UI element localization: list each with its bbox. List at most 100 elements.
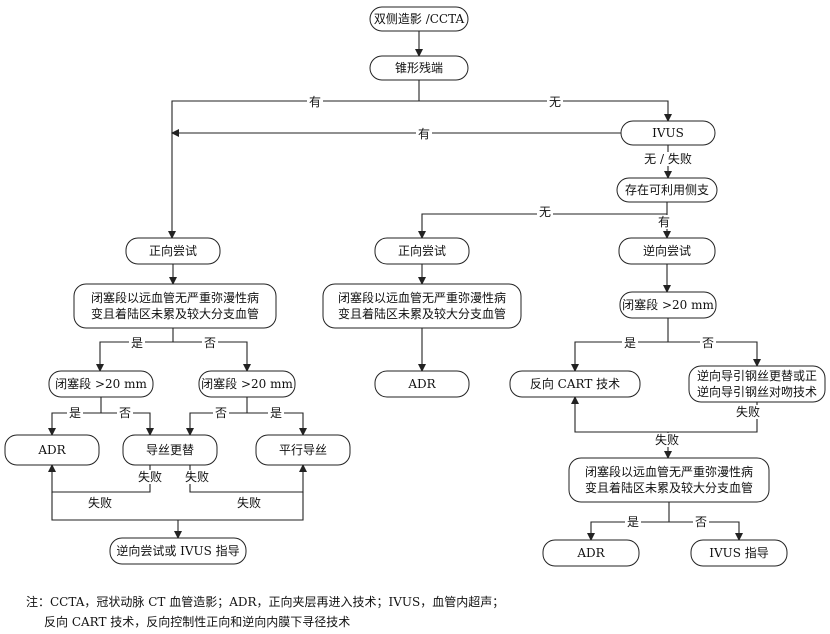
node-start: 双侧造影 /CCTA (369, 6, 469, 32)
edge-lesion-right-no (669, 521, 743, 541)
node-box (616, 177, 718, 203)
label-lena-yes-bg (67, 406, 83, 420)
node-box (542, 539, 640, 567)
node-box (322, 283, 522, 329)
label-lesion-left-yes: 是 (131, 336, 143, 350)
node-text: 导丝更替 (146, 443, 194, 457)
node-adr-right: ADR (542, 539, 640, 567)
edge-swap-fail-adr (48, 464, 151, 493)
node-antegrade-mid: 正向尝试 (374, 237, 470, 265)
node-text: 正向尝试 (398, 243, 446, 258)
node-box (618, 237, 716, 265)
node-text: 平行导丝 (279, 443, 327, 457)
node-box (509, 370, 641, 398)
node-len-right: 闭塞段 >20 mm (619, 291, 717, 319)
node-text: 存在可利用侧支 (625, 183, 709, 197)
node-side-branch: 存在可利用侧支 (616, 177, 718, 203)
label-ivus-yes: 有 (418, 127, 430, 141)
edge-lesion-left-no (173, 341, 251, 372)
label-adr-fail-bg (86, 496, 114, 510)
node-text: 逆向导引钢丝对吻技术 (697, 384, 817, 399)
node-len-left-a: 闭塞段 >20 mm (48, 370, 154, 398)
node-box (568, 457, 770, 503)
node-text: 正向尝试 (149, 243, 197, 258)
label-lesion-left-yes-bg (129, 336, 145, 350)
label-swap-fail-a-bg (136, 470, 164, 484)
label-len-right-yes: 是 (624, 336, 636, 350)
label-lesion-right-no: 否 (695, 515, 707, 529)
label-side-no-bg (537, 205, 553, 219)
node-text: 闭塞段 >20 mm (622, 297, 714, 312)
node-stump: 锥形残端 (369, 55, 469, 81)
edge-side-no-mid (418, 213, 667, 239)
label-swap-fail-b-bg (183, 470, 211, 484)
node-text: 闭塞段以远血管无严重弥漫性病 (338, 290, 506, 305)
node-box (620, 120, 716, 146)
node-retro-ivus: 逆向尝试或 IVUS 指导 (109, 537, 247, 565)
node-ivus: IVUS (620, 120, 716, 146)
node-len-left-b: 闭塞段 >20 mm (198, 370, 296, 398)
node-box (198, 370, 296, 398)
node-text: 闭塞段以远血管无严重弥漫性病 (585, 464, 753, 479)
label-lena-no: 否 (119, 406, 131, 420)
label-right-fail: 失败 (655, 432, 679, 447)
node-text: IVUS 指导 (709, 545, 769, 560)
label-lenb-no-bg (213, 406, 229, 420)
node-box (690, 539, 788, 567)
label-ivus-none-fail-bg (630, 152, 706, 166)
node-text: 双侧造影 /CCTA (374, 12, 465, 26)
node-box (122, 434, 218, 466)
label-len-right-no-bg (700, 336, 716, 350)
node-text: 逆向尝试或 IVUS 指导 (116, 543, 239, 558)
label-lesion-left-no-bg (202, 336, 218, 350)
label-side-yes-bg (656, 215, 672, 229)
label-lenb-no: 否 (215, 406, 227, 420)
node-box (369, 55, 469, 81)
node-text: 闭塞段 >20 mm (201, 376, 293, 391)
label-stump-no: 无 (549, 95, 561, 109)
node-text: 闭塞段以远血管无严重弥漫性病 (91, 290, 259, 305)
label-lenb-yes-bg (268, 406, 284, 420)
edge-lesion-right-yes (587, 521, 669, 541)
node-box (688, 365, 826, 403)
label-ivus-yes-bg (416, 127, 432, 141)
label-side-yes: 有 (658, 215, 670, 229)
label-len-right-no: 否 (702, 336, 714, 350)
label-right-fail-bg (653, 433, 681, 447)
node-reverse-cart: 反向 CART 技术 (509, 370, 641, 398)
label-lenb-yes: 是 (270, 406, 282, 420)
label-lena-yes: 是 (69, 406, 81, 420)
node-box (4, 434, 100, 466)
label-adr-fail: 失败 (88, 495, 112, 510)
label-parallel-fail: 失败 (237, 495, 261, 510)
node-text: ADR (407, 377, 436, 391)
node-text: 变且着陆区未累及较大分支血管 (91, 306, 259, 321)
label-stump-yes-bg (307, 95, 323, 109)
edges (48, 31, 761, 541)
node-text: 变且着陆区未累及较大分支血管 (338, 306, 506, 321)
edge-lenb-yes-parallel (247, 412, 307, 436)
label-swap-right-fail: 失败 (736, 404, 760, 419)
label-swap-right-fail-bg (734, 405, 762, 419)
node-box (73, 283, 277, 329)
node-text: IVUS (652, 126, 684, 140)
edge-lesion-left-yes (96, 341, 173, 372)
label-lesion-right-no-bg (693, 515, 709, 529)
label-lesion-left-no: 否 (204, 336, 216, 350)
node-retrograde: 逆向尝试 (618, 237, 716, 265)
node-box (48, 370, 154, 398)
label-stump-yes: 有 (309, 95, 321, 109)
edge-stump-no-ivus (419, 100, 672, 122)
node-text: 变且着陆区未累及较大分支血管 (585, 480, 753, 495)
node-adr-mid: ADR (374, 370, 470, 398)
edge-len-right-yes (571, 341, 668, 372)
label-lena-no-bg (117, 406, 133, 420)
node-parallel: 平行导丝 (255, 434, 351, 466)
node-text: 锥形残端 (395, 61, 443, 75)
node-box (369, 6, 469, 32)
label-parallel-fail-bg (235, 496, 263, 510)
edge-labels: 有无有无 / 失败无有是否是否失败失败是否否是失败失败失败失败是否 (67, 95, 762, 529)
